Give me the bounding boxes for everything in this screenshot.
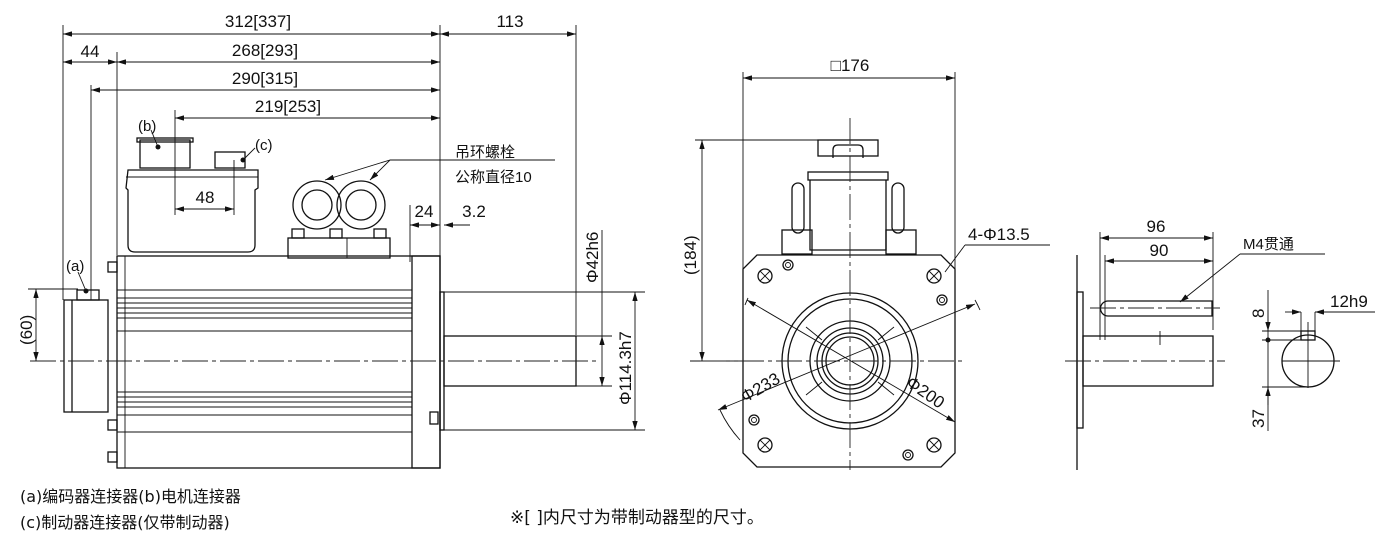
side-view: 312[337] 113 44 268[293] 290[315] 219[25… bbox=[17, 12, 645, 469]
label-b: (b) bbox=[138, 118, 156, 135]
dim-diagonal: Φ233 bbox=[738, 369, 784, 406]
eyebolt-label-1: 吊环螺栓 bbox=[455, 144, 515, 161]
mount-holes bbox=[757, 268, 942, 453]
dim-spigot-depth: 3.2 bbox=[462, 202, 486, 221]
dim-length-219: 219[253] bbox=[255, 97, 321, 116]
front-view: □176 (184) 4-Φ13.5 Φ233 Φ200 bbox=[681, 56, 1050, 470]
dim-key-width: 12h9 bbox=[1330, 292, 1368, 311]
label-c: (c) bbox=[255, 137, 273, 154]
dim-shaft-diameter: Φ42h6 bbox=[583, 232, 602, 283]
legend-line-1: (a)编码器连接器(b)电机连接器 bbox=[20, 487, 241, 506]
dim-length-290: 290[315] bbox=[232, 69, 298, 88]
bracket-note: ※[ ]内尺寸为带制动器型的尺寸。 bbox=[510, 508, 764, 528]
dim-shaft-length: 113 bbox=[496, 12, 523, 31]
dim-length-96: 96 bbox=[1147, 217, 1166, 236]
dim-front-height: (184) bbox=[681, 235, 700, 275]
dim-flange-thickness: 24 bbox=[415, 202, 434, 221]
dim-overall-length: 312[337] bbox=[225, 12, 291, 31]
cooling-fins bbox=[117, 289, 412, 433]
dim-key-length: 90 bbox=[1150, 241, 1169, 260]
eyebolt-label-2: 公称直径10 bbox=[455, 169, 532, 186]
dim-body-length: 268[293] bbox=[232, 41, 298, 60]
dim-connector-spacing: 48 bbox=[196, 188, 215, 207]
legend-line-2: (c)制动器连接器(仅带制动器) bbox=[20, 513, 230, 532]
dim-flange-square: □176 bbox=[831, 56, 870, 75]
dim-key-height: 37 bbox=[1249, 409, 1268, 428]
dim-key-depth: 8 bbox=[1249, 309, 1268, 318]
dim-encoder-height: (60) bbox=[17, 315, 36, 345]
shaft-detail: 96 90 M4贯通 12h9 8 37 bbox=[1065, 217, 1375, 470]
dim-spigot-diameter: Φ114.3h7 bbox=[616, 331, 635, 405]
dim-tap: M4贯通 bbox=[1243, 236, 1294, 253]
dim-encoder-offset: 44 bbox=[81, 42, 100, 61]
dim-pcd: Φ200 bbox=[903, 373, 948, 413]
label-a: (a) bbox=[66, 258, 84, 275]
dim-mount-holes: 4-Φ13.5 bbox=[968, 225, 1030, 244]
